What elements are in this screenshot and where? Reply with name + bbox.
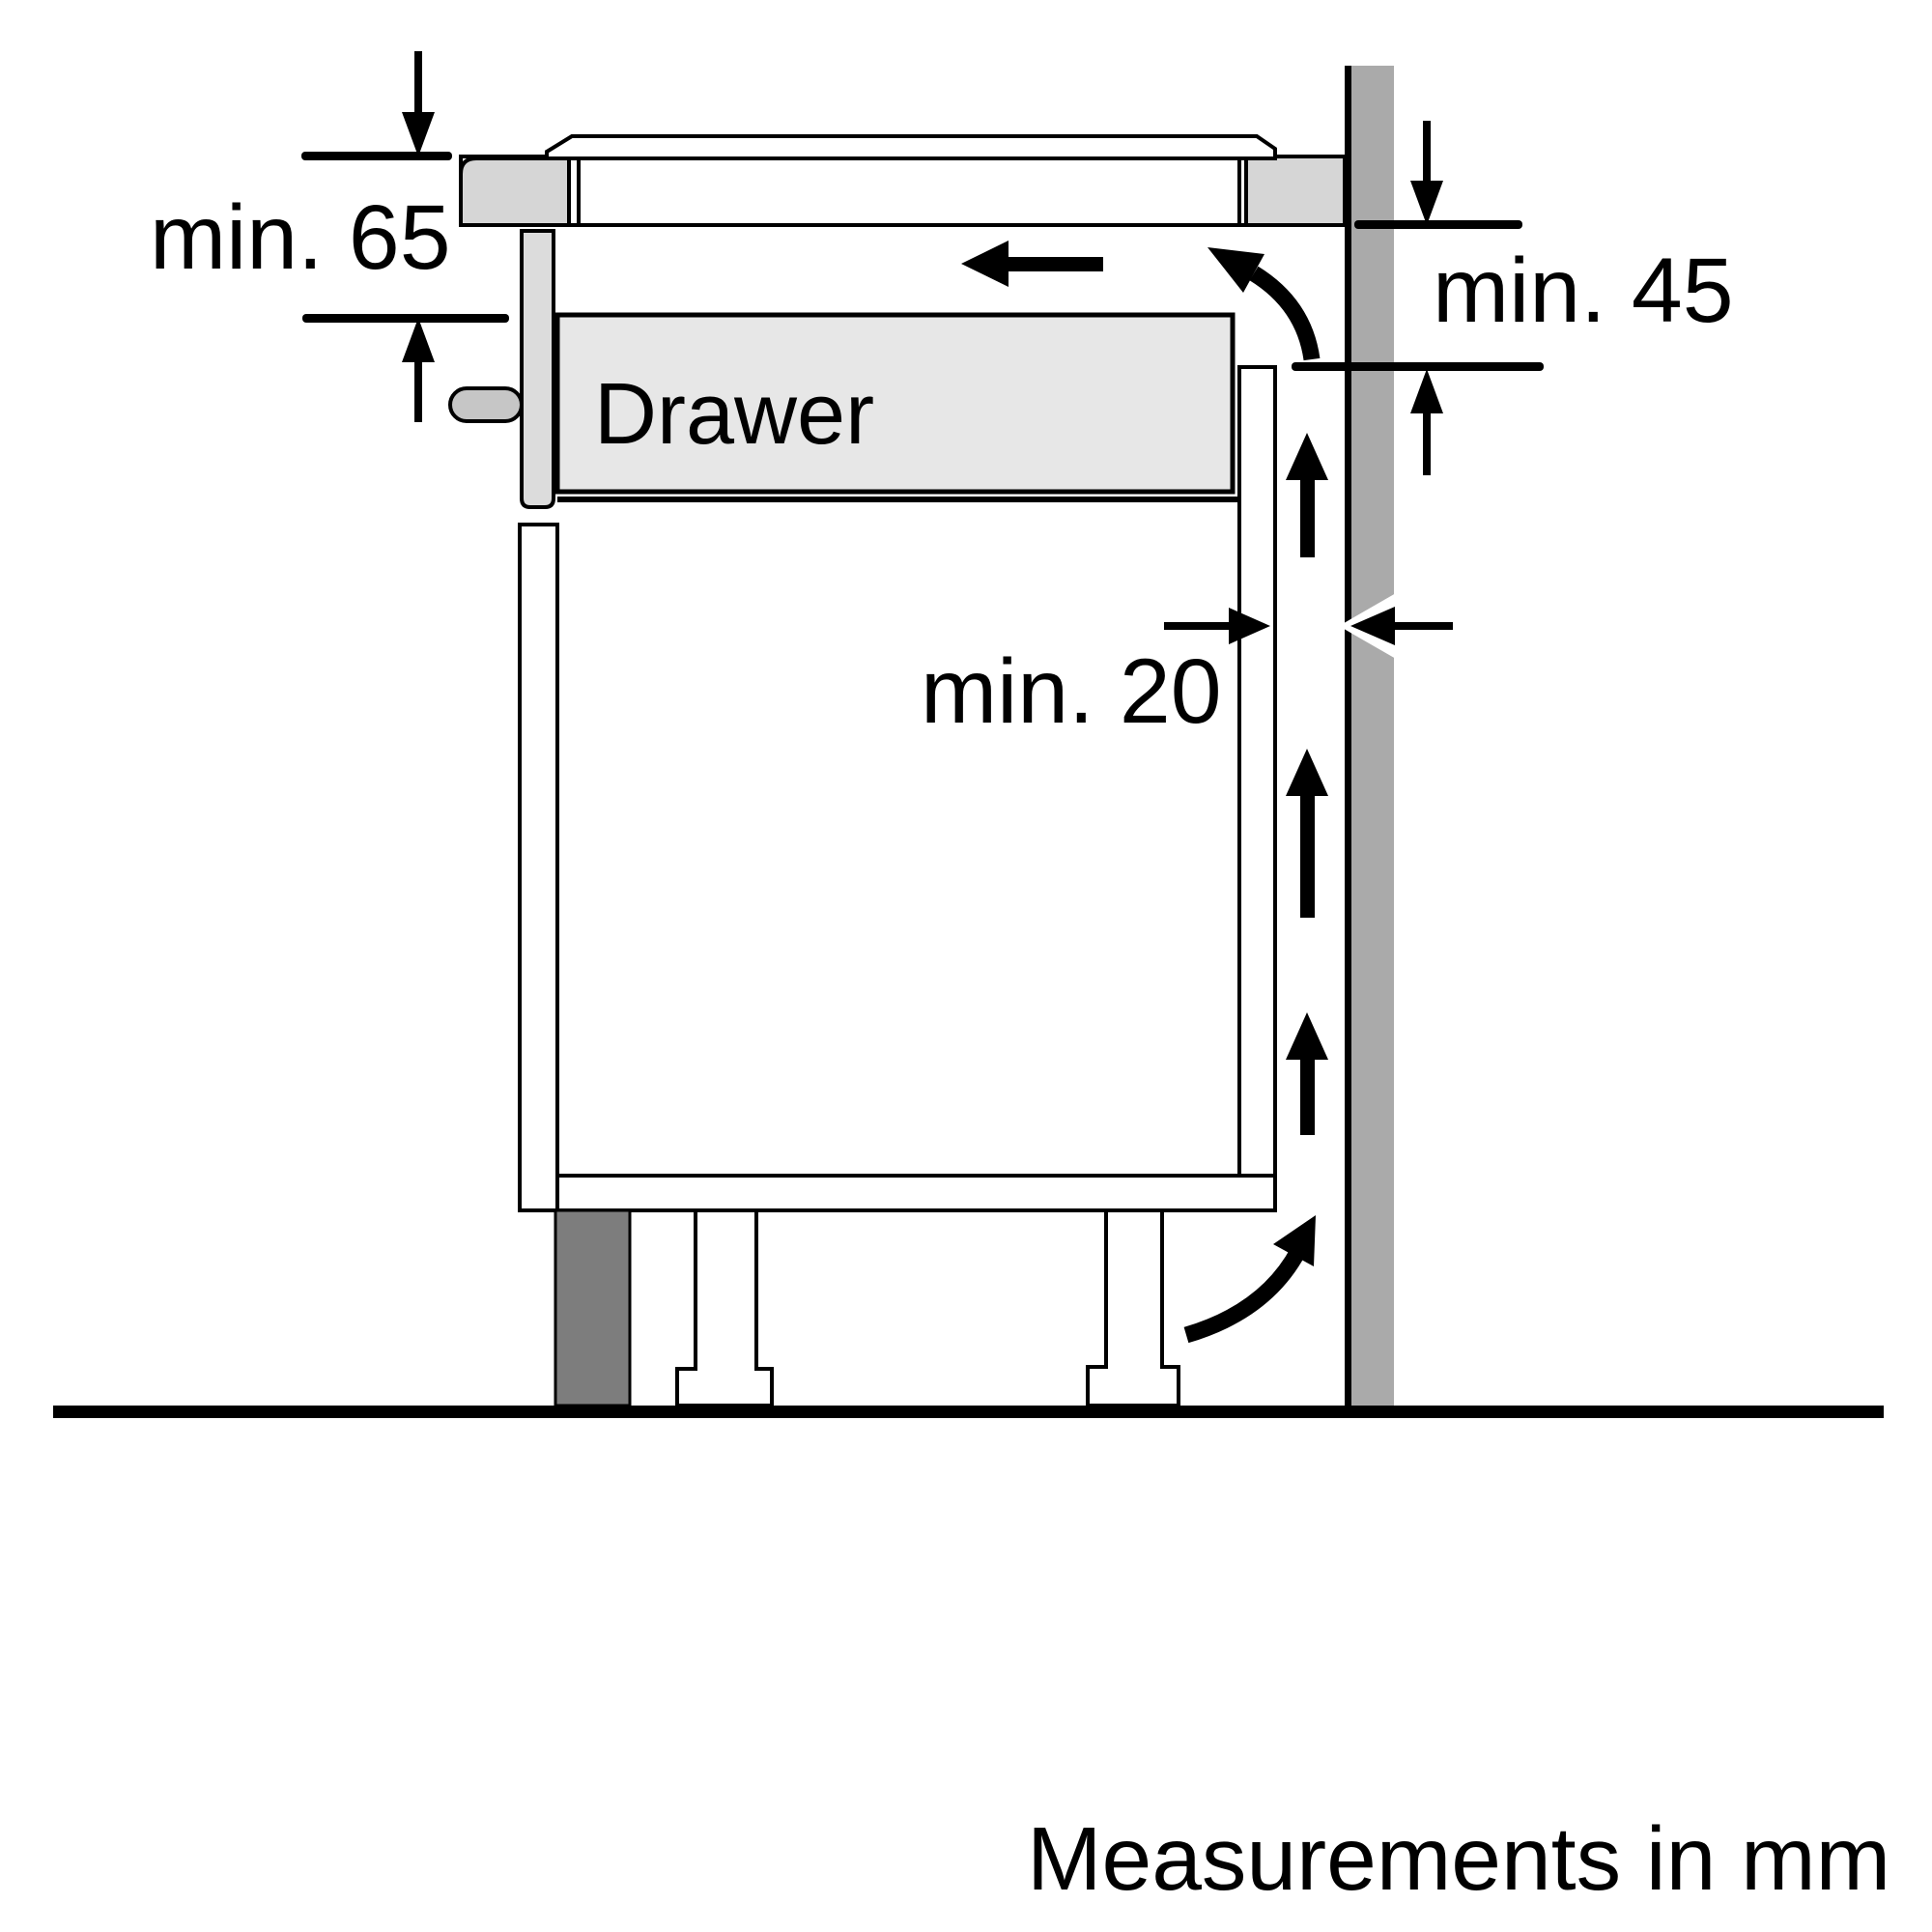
drawer-label: Drawer [594, 366, 874, 463]
worktop-rear-section [1244, 155, 1347, 227]
rear-leg [1086, 1208, 1180, 1407]
wall [1350, 66, 1394, 1408]
worktop-front-joint-line [577, 158, 581, 223]
front-leg [675, 1208, 774, 1407]
worktop-rear-joint-line [1237, 158, 1241, 223]
airflow-arrow-curved-bottom-icon [1183, 1215, 1316, 1344]
footer-note: Measurements in mm [1027, 1808, 1890, 1909]
cabinet-front-frame [518, 523, 559, 1212]
drawer-handle [448, 386, 524, 423]
airflow-arrow-curved-top-icon [1208, 247, 1321, 361]
plinth-block [554, 1208, 632, 1407]
drawer-front-panel [520, 229, 555, 509]
airflow-arrow-up-3-icon [1286, 1012, 1328, 1135]
wall-edge [1345, 66, 1351, 1408]
dim-label-rear-clearance: min. 45 [1433, 240, 1734, 342]
dim-arrow-left-20-icon [1339, 589, 1453, 663]
dim-arrow-down-65-icon [402, 51, 435, 156]
hob-glass [545, 134, 1277, 160]
dim-arrow-down-45-icon [1410, 121, 1443, 225]
worktop-front-section [459, 156, 571, 227]
dim-label-wall-gap: min. 20 [921, 640, 1222, 743]
dim-arrow-right-20-icon [1164, 608, 1270, 644]
dim-label-hob-to-drawer: min. 65 [150, 186, 451, 289]
dim-tick-drawer-top [302, 314, 509, 323]
dim-tick-worktop-bottom [1354, 220, 1522, 229]
dim-arrow-up-65-icon [402, 318, 435, 422]
airflow-arrow-up-2-icon [1286, 749, 1328, 918]
dim-tick-backpanel-top [1292, 362, 1544, 371]
shelf-line [557, 497, 1239, 502]
dim-tick-worktop-top [301, 152, 452, 160]
drawer-box [554, 312, 1236, 495]
cabinet-bottom-panel [520, 1174, 1277, 1212]
floor-line [53, 1406, 1884, 1418]
airflow-arrow-up-1-icon [1286, 433, 1328, 557]
worktop [459, 155, 1347, 227]
cabinet-back-panel [1237, 365, 1277, 1178]
airflow-arrow-left-icon [961, 241, 1103, 287]
dim-arrow-up-45-icon [1410, 369, 1443, 475]
